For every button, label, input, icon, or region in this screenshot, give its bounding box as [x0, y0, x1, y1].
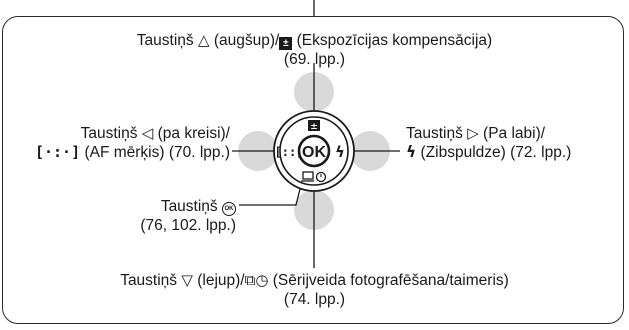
label-ok-word: Taustiņš [160, 198, 218, 215]
label-left: Taustiņš ◁ (pa kreisi)/ [·:·] (AF mērķis… [20, 124, 230, 162]
label-up-page: (69. lpp.) [283, 51, 346, 68]
af-target-icon: [::] [275, 145, 304, 159]
label-down-dir: (lejup)/ [197, 272, 245, 289]
label-down: Taustiņš ▽ (lejup)/⧉◷ (Sērijveida fotogr… [20, 271, 609, 309]
svg-text:±: ± [310, 122, 318, 132]
flash-icon: ϟ [406, 143, 417, 161]
label-up-word: Taustiņš [136, 32, 194, 49]
triangle-right-icon: ▷ [467, 124, 479, 142]
triangle-up-icon: △ [197, 31, 210, 49]
svg-text:ϟ: ϟ [335, 143, 345, 161]
ok-button-icon: OK [222, 202, 236, 216]
label-up: Taustiņš △ (augšup)/± (Ekspozīcijas komp… [20, 31, 609, 69]
label-down-word: Taustiņš [120, 272, 178, 289]
sequential-self-timer-icon [301, 171, 327, 183]
svg-text:[::]: [::] [275, 145, 304, 159]
label-down-page: (74. lpp.) [283, 291, 346, 308]
label-right-desc: (Zibspuldze) (72. lpp.) [420, 144, 572, 161]
sequential-self-timer-icon: ⧉◷ [244, 271, 269, 289]
label-right-word: Taustiņš [406, 125, 463, 142]
label-ok-page: (76, 102. lpp.) [140, 217, 236, 234]
triangle-left-icon: ◁ [141, 124, 154, 142]
label-left-dir: (pa kreisi)/ [157, 125, 230, 142]
ok-button[interactable]: OK [297, 134, 331, 168]
label-right: Taustiņš ▷ (Pa labi)/ ϟ (Zibspuldze) (72… [406, 124, 571, 162]
label-ok: Taustiņš OK (76, 102. lpp.) [40, 197, 236, 235]
flash-icon: ϟ [335, 143, 345, 161]
label-up-desc: (Ekspozīcijas kompensācija) [296, 32, 493, 49]
exposure-compensation-icon: ± [308, 120, 320, 132]
label-right-dir: (Pa labi)/ [483, 125, 546, 142]
dial-inner-ring [279, 116, 349, 186]
label-left-desc: (AF mērķis) (70. lpp.) [84, 144, 230, 161]
ok-button-label: OK [302, 144, 326, 161]
af-target-icon: [·:·] [34, 143, 81, 161]
label-left-word: Taustiņš [80, 125, 138, 142]
label-down-desc: (Sērijveida fotografēšana/taimeris) [272, 272, 509, 289]
triangle-down-icon: ▽ [181, 271, 193, 289]
exposure-compensation-icon: ± [279, 37, 293, 50]
diagram-frame [2, 16, 624, 324]
label-up-dir: (augšup)/ [213, 32, 280, 49]
